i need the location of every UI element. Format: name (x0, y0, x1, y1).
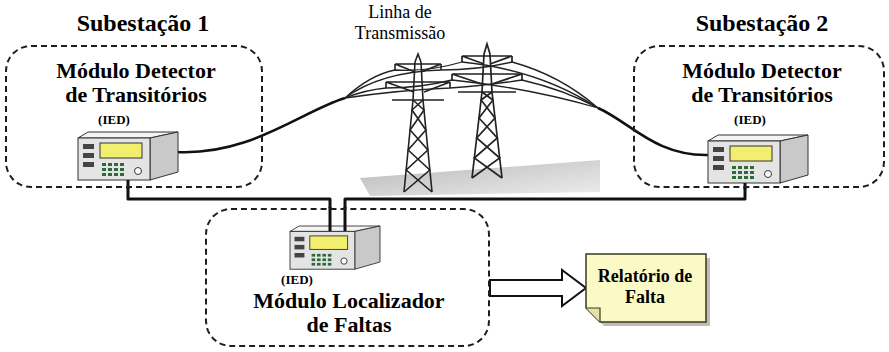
ied-device (78, 132, 178, 180)
device-tag: (IED) (267, 273, 327, 287)
tower (452, 44, 522, 178)
device-wire (344, 207, 347, 231)
ied-device (708, 135, 808, 183)
tower (386, 54, 450, 192)
report-arrow (490, 270, 586, 306)
substation-panel: Subestação 1Módulo Detector de Transitór… (5, 45, 263, 188)
line-label: Linha de Transmissão (340, 2, 460, 43)
device-tag: (IED) (84, 113, 144, 127)
conductors (345, 62, 598, 108)
report-title: Relatório de Falta (590, 266, 700, 307)
insulators (452, 56, 522, 80)
ground (360, 160, 600, 196)
conductor (345, 80, 598, 108)
panel-heading: Subestação 2 (647, 10, 877, 36)
locator-panel: (IED) Módulo Localizador de Faltas (205, 208, 490, 347)
conductor (345, 62, 598, 108)
measurement-cable (598, 108, 708, 155)
link-wire (345, 188, 745, 208)
module-title: Módulo Localizador de Faltas (247, 289, 452, 337)
substation-panel: Subestação 2Módulo Detector de Transitór… (633, 45, 885, 188)
device-wire (329, 207, 332, 231)
device-tag: (IED) (720, 113, 780, 127)
conductor (345, 62, 598, 108)
ied-device (290, 226, 380, 269)
document-fold (586, 308, 600, 322)
module-title: Módulo Detector de Transitórios (675, 59, 850, 107)
document-outline (586, 254, 706, 322)
panel-heading: Subestação 1 (28, 10, 258, 36)
tower-arms (386, 54, 450, 100)
tower-lattice (406, 100, 432, 192)
link-wire (128, 188, 330, 208)
tower-lattice (474, 92, 502, 178)
conductor (345, 80, 598, 108)
tower-legs (472, 54, 502, 178)
report-document: Relatório de Falta (586, 254, 706, 322)
module-title: Módulo Detector de Transitórios (49, 59, 224, 107)
